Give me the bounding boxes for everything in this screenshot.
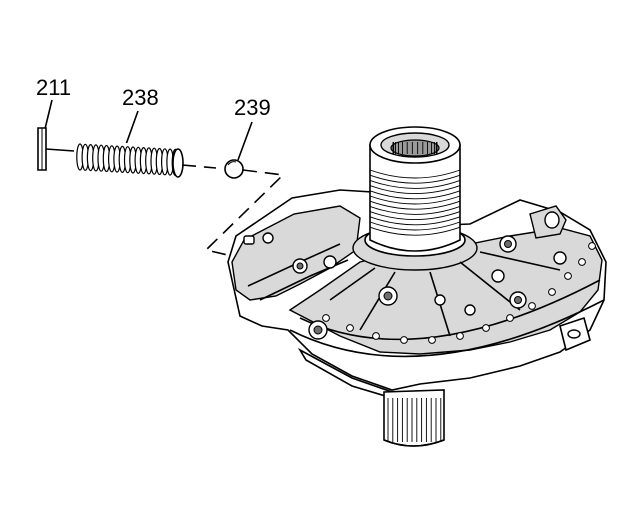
leader-239 <box>237 121 253 161</box>
assembly-path <box>181 164 285 263</box>
hub-cylinder <box>369 144 461 252</box>
part-238-spring <box>74 143 184 178</box>
pump-assembly <box>227 126 607 447</box>
label-211: 211 <box>36 75 71 100</box>
label-239: 239 <box>234 95 271 120</box>
bolt-holes <box>308 235 567 340</box>
part-239-ball <box>224 159 244 179</box>
needle-bearing <box>390 139 440 157</box>
rim-holes <box>322 242 596 344</box>
label-238: 238 <box>122 85 159 110</box>
part-211-pin <box>37 127 75 171</box>
valve-housing <box>231 205 361 301</box>
